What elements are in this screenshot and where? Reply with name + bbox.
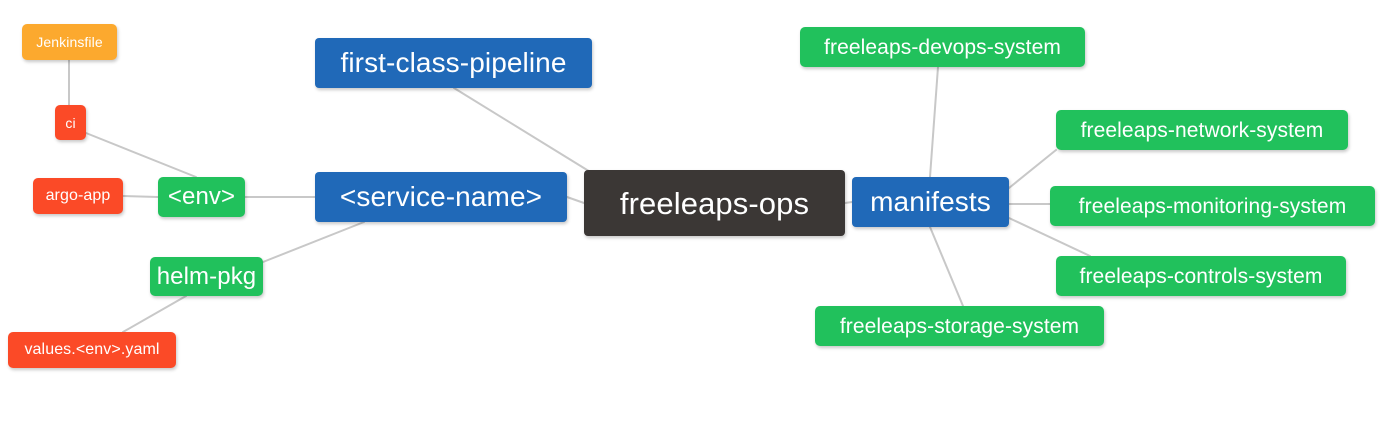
node-label: <env> — [167, 183, 236, 210]
node-freeleaps-controls-system[interactable]: freeleaps-controls-system — [1056, 256, 1346, 296]
node-freeleaps-storage-system[interactable]: freeleaps-storage-system — [815, 306, 1104, 346]
node-values-env-yaml[interactable]: values.<env>.yaml — [8, 332, 176, 368]
node-service-name[interactable]: <service-name> — [315, 172, 567, 222]
node-helm-pkg[interactable]: helm-pkg — [150, 257, 263, 296]
edge-manifests-to-freeleaps-devops-system — [929, 66, 939, 178]
edge-freeleaps-ops-to-service-name — [566, 196, 585, 204]
node-label: manifests — [870, 186, 991, 217]
node-freeleaps-network-system[interactable]: freeleaps-network-system — [1056, 110, 1348, 150]
edge-helm-pkg-to-values-env-yaml — [122, 295, 187, 333]
node-ci[interactable]: ci — [55, 105, 86, 140]
node-freeleaps-devops-system[interactable]: freeleaps-devops-system — [800, 27, 1085, 67]
node-label: freeleaps-monitoring-system — [1078, 194, 1347, 218]
node-manifests[interactable]: manifests — [852, 177, 1009, 227]
node-label: argo-app — [45, 187, 111, 204]
node-env[interactable]: <env> — [158, 177, 245, 217]
node-label: freeleaps-controls-system — [1079, 264, 1323, 288]
node-label: freeleaps-ops — [619, 185, 810, 221]
node-freeleaps-monitoring-system[interactable]: freeleaps-monitoring-system — [1050, 186, 1375, 226]
node-label: helm-pkg — [156, 262, 257, 290]
edge-manifests-to-freeleaps-storage-system — [929, 226, 964, 307]
edge-service-name-to-helm-pkg — [262, 221, 365, 263]
edge-freeleaps-ops-to-manifests — [844, 201, 853, 204]
edge-manifests-to-freeleaps-network-system — [1008, 149, 1057, 189]
node-freeleaps-ops[interactable]: freeleaps-ops — [584, 170, 845, 236]
edge-env-to-argo-app — [122, 195, 159, 198]
node-label: values.<env>.yaml — [24, 341, 160, 358]
node-label: freeleaps-storage-system — [839, 314, 1080, 338]
edge-env-to-ci — [85, 132, 197, 178]
edge-freeleaps-ops-to-first-class-pipeline — [453, 87, 593, 174]
node-label: ci — [65, 114, 76, 131]
node-jenkinsfile[interactable]: Jenkinsfile — [22, 24, 117, 60]
node-label: freeleaps-network-system — [1080, 118, 1324, 142]
node-label: <service-name> — [339, 181, 543, 212]
node-label: freeleaps-devops-system — [824, 35, 1061, 59]
node-first-class-pipeline[interactable]: first-class-pipeline — [315, 38, 592, 88]
node-label: first-class-pipeline — [340, 47, 567, 78]
node-argo-app[interactable]: argo-app — [33, 178, 123, 214]
node-label: Jenkinsfile — [36, 34, 103, 50]
